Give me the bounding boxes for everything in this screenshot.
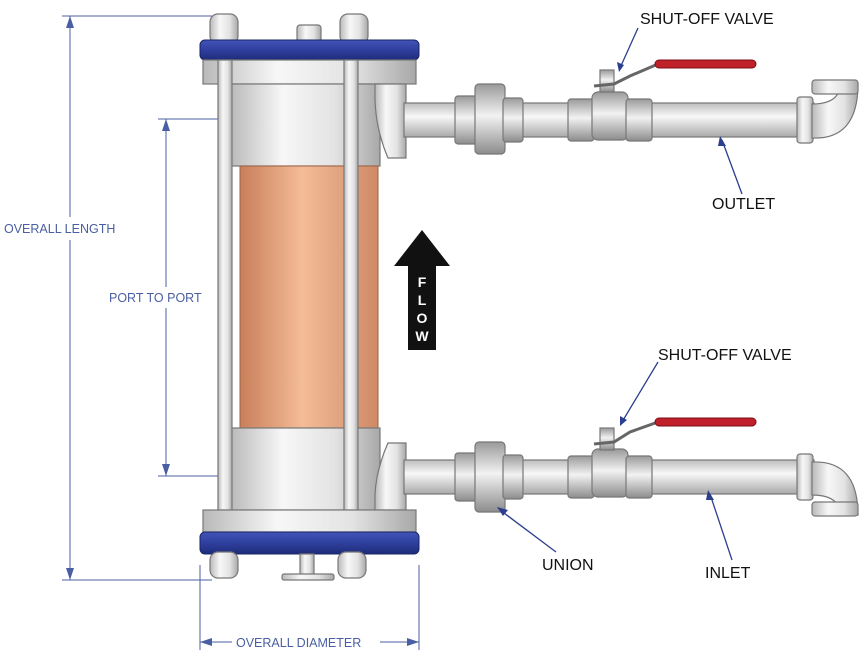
inlet-shutoff-valve — [567, 417, 757, 499]
outlet-elbow — [796, 79, 859, 144]
inlet-elbow — [796, 453, 859, 517]
flow-letter-w: W — [415, 328, 429, 344]
inlet-piping — [403, 417, 859, 517]
overall-diameter-label: OVERALL DIAMETER — [236, 636, 361, 650]
port-to-port-label: PORT TO PORT — [109, 291, 202, 305]
flow-arrow: F L O W — [394, 230, 450, 350]
bottom-port-boss — [374, 442, 407, 511]
overall-length-label: OVERALL LENGTH — [4, 222, 115, 236]
top-bolts — [209, 13, 369, 45]
filter-housing — [199, 13, 420, 581]
outlet-union — [454, 83, 524, 155]
flow-letter-l: L — [418, 292, 427, 308]
inlet-union — [454, 441, 524, 513]
union-callout: UNION — [542, 557, 594, 574]
bottom-flange — [199, 531, 420, 555]
flow-letter-o: O — [417, 310, 428, 326]
outlet-callout: OUTLET — [712, 196, 775, 213]
outlet-valve-handle — [654, 59, 757, 69]
bottom-bolts — [209, 551, 367, 581]
inlet-valve-handle — [654, 417, 757, 427]
inlet-valve-callout: SHUT-OFF VALVE — [658, 347, 792, 364]
outlet-piping — [403, 59, 859, 155]
top-port-boss — [374, 83, 407, 159]
flow-letter-f: F — [418, 274, 427, 290]
inlet-callout: INLET — [705, 565, 751, 582]
top-flange — [199, 39, 420, 61]
overall-diameter-dimension: OVERALL DIAMETER — [199, 565, 420, 650]
outlet-valve-callout: SHUT-OFF VALVE — [640, 11, 774, 28]
tie-rods — [217, 59, 359, 511]
overall-length-dimension: OVERALL LENGTH — [0, 15, 212, 581]
callouts: SHUT-OFF VALVE OUTLET SHUT-OFF VALVE INL… — [497, 11, 792, 582]
outlet-shutoff-valve — [567, 59, 757, 142]
